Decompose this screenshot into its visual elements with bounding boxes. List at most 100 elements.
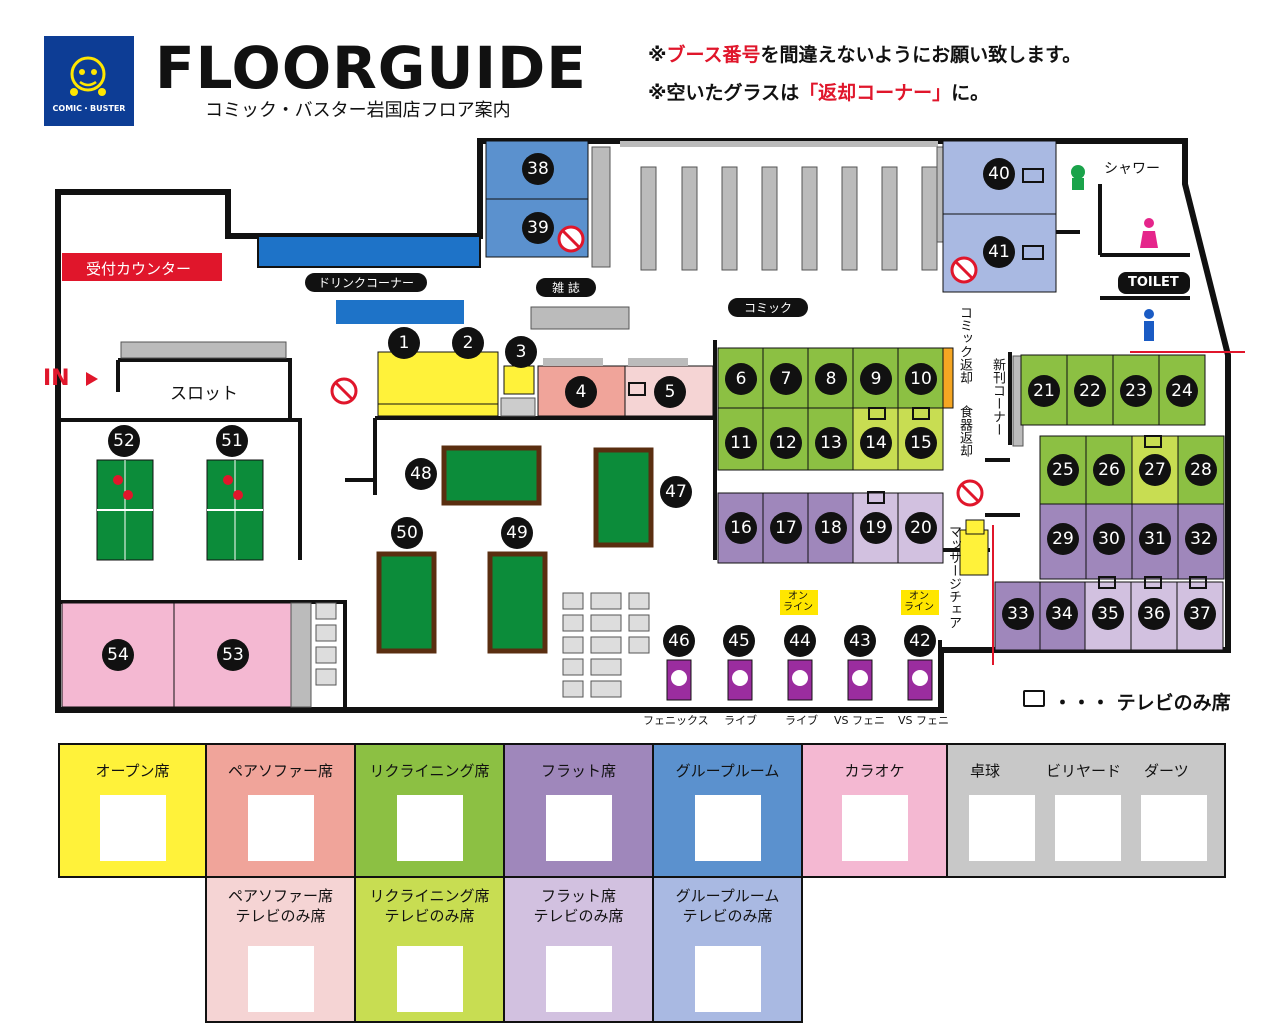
seat-51[interactable]: 51 [216, 425, 248, 457]
new-releases-label: 新刊コーナー [990, 358, 1005, 436]
tv-icon [1144, 576, 1162, 589]
seat-25[interactable]: 25 [1047, 454, 1079, 486]
sofa-icon [247, 795, 314, 861]
seat-14[interactable]: 14 [860, 427, 892, 459]
billiards-icon [1055, 795, 1121, 861]
seat-18[interactable]: 18 [815, 512, 847, 544]
armchair-icon [99, 795, 166, 861]
seat-45[interactable]: 45 [723, 625, 755, 657]
seat-44[interactable]: 44 [784, 625, 816, 657]
seat-47[interactable]: 47 [660, 476, 692, 508]
legend-group-room: グループルーム [652, 743, 803, 878]
seat-42[interactable]: 42 [904, 625, 936, 657]
seat-16[interactable]: 16 [725, 512, 757, 544]
flat-mat-icon [545, 946, 612, 1012]
seat-13[interactable]: 13 [815, 427, 847, 459]
seat-21[interactable]: 21 [1028, 375, 1060, 407]
seat-10[interactable]: 10 [905, 363, 937, 395]
seat-26[interactable]: 26 [1093, 454, 1125, 486]
seat-6[interactable]: 6 [725, 363, 757, 395]
seat-46[interactable]: 46 [663, 625, 695, 657]
seat-3[interactable]: 3 [505, 336, 537, 368]
seat-52[interactable]: 52 [108, 425, 140, 457]
darts-label: VS フェニ [834, 714, 886, 727]
seat-32[interactable]: 32 [1185, 523, 1217, 555]
seat-34[interactable]: 34 [1046, 598, 1078, 630]
drink-corner-label: ドリンクコーナー [305, 273, 427, 292]
seat-38[interactable]: 38 [522, 153, 554, 185]
sofa-icon [247, 946, 314, 1012]
ping-pong-tables [96, 459, 264, 561]
seat-2[interactable]: 2 [452, 327, 484, 359]
legend-recliner: リクライニング席 [354, 743, 505, 878]
page-subtitle: コミック・バスター岩国店フロア案内 [205, 100, 511, 121]
floor-plan [55, 138, 1245, 713]
tv-icon [1144, 435, 1162, 448]
seat-29[interactable]: 29 [1047, 523, 1079, 555]
seat-1[interactable]: 1 [388, 327, 420, 359]
mascot-icon [70, 56, 106, 96]
seat-53[interactable]: 53 [217, 639, 249, 671]
legend-pair-sofa: ペアソファー席 [205, 743, 356, 878]
tv-icon [912, 407, 930, 420]
seat-41[interactable]: 41 [983, 236, 1015, 268]
seat-7[interactable]: 7 [770, 363, 802, 395]
legend-flat: フラット席 [503, 743, 654, 878]
seat-33[interactable]: 33 [1002, 598, 1034, 630]
table-icon [694, 795, 761, 861]
seat-5[interactable]: 5 [654, 376, 686, 408]
seat-40[interactable]: 40 [983, 158, 1015, 190]
legend-karaoke: カラオケ [801, 743, 948, 878]
seat-30[interactable]: 30 [1093, 523, 1125, 555]
seat-27[interactable]: 27 [1139, 454, 1171, 486]
shower-label: シャワー [1104, 161, 1160, 177]
darts-label: フェニックス [643, 714, 709, 727]
seat-54[interactable]: 54 [102, 639, 134, 671]
darts-label: ライブ [724, 714, 757, 727]
seat-9[interactable]: 9 [860, 363, 892, 395]
tv-icon [1022, 245, 1044, 260]
entrance-label: IN [43, 366, 70, 391]
seat-48[interactable]: 48 [405, 458, 437, 490]
seat-23[interactable]: 23 [1120, 375, 1152, 407]
seat-39[interactable]: 39 [522, 212, 554, 244]
slot-label: スロット [170, 384, 238, 404]
reception-label: 受付カウンター [86, 260, 192, 278]
seat-4[interactable]: 4 [565, 376, 597, 408]
seat-17[interactable]: 17 [770, 512, 802, 544]
comic-return-label: コミック返却 [957, 306, 972, 384]
microphone-icon [841, 795, 908, 861]
massage-chair-label: マッサージチェア [946, 525, 961, 629]
notice-booth-number: ※ブース番号を間違えないようにお願い致します。 [648, 44, 1082, 66]
recliner-icon [396, 946, 463, 1012]
comic-label: コミック [728, 298, 808, 317]
notice-glass-return: ※空いたグラスは「返却コーナー」に。 [648, 82, 990, 104]
seat-20[interactable]: 20 [905, 512, 937, 544]
dish-return-label: 食器返却 [957, 405, 972, 457]
walls [55, 138, 1231, 713]
tv-icon [1189, 576, 1207, 589]
tv-icon [1023, 690, 1045, 707]
page-title: FLOORGUIDE [155, 34, 587, 102]
seat-11[interactable]: 11 [725, 427, 757, 459]
tv-legend-label: ・・・ テレビのみ席 [1053, 692, 1231, 714]
seat-49[interactable]: 49 [501, 517, 533, 549]
legend-open-seat: オープン席 [58, 743, 207, 878]
seat-12[interactable]: 12 [770, 427, 802, 459]
seat-50[interactable]: 50 [391, 517, 423, 549]
legend-recliner-tv: リクライニング席テレビのみ席 [354, 876, 505, 1023]
seat-36[interactable]: 36 [1138, 598, 1170, 630]
comic-buster-logo: COMIC・BUSTER [44, 36, 134, 126]
seat-28[interactable]: 28 [1185, 454, 1217, 486]
seat-24[interactable]: 24 [1166, 375, 1198, 407]
tv-icon [628, 382, 646, 396]
seat-31[interactable]: 31 [1139, 523, 1171, 555]
seat-22[interactable]: 22 [1074, 375, 1106, 407]
seat-37[interactable]: 37 [1184, 598, 1216, 630]
seat-8[interactable]: 8 [815, 363, 847, 395]
seat-35[interactable]: 35 [1092, 598, 1124, 630]
seat-15[interactable]: 15 [905, 427, 937, 459]
seat-19[interactable]: 19 [860, 512, 892, 544]
seat-43[interactable]: 43 [844, 625, 876, 657]
table-icon [694, 946, 761, 1012]
